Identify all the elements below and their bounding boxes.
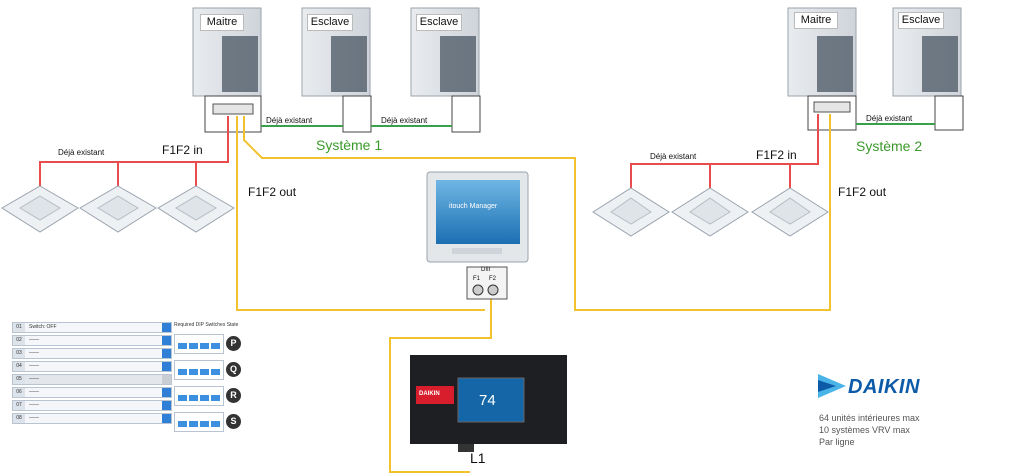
indoor-cassette-right-3 (751, 187, 829, 237)
dip-switch[interactable] (200, 421, 209, 427)
dropdown-arrow-icon[interactable] (162, 362, 171, 371)
f1-label: F1 (473, 276, 481, 282)
config-row-number: 07 (13, 401, 25, 410)
config-row-number: 08 (13, 414, 25, 423)
label-systeme-2: Système 2 (856, 138, 923, 154)
config-row-text: —— (29, 363, 39, 369)
config-row[interactable]: 08 —— (12, 413, 172, 424)
unit-tag-maitre-left: Maitre (200, 14, 244, 31)
config-row-number: 02 (13, 336, 25, 345)
dip-switch[interactable] (178, 421, 187, 427)
switch-badge: Q (226, 362, 241, 377)
label-deja-existant-link-3: Déjà existant (866, 114, 913, 123)
label-f1f2-out-right: F1F2 out (838, 185, 887, 199)
dip-switch[interactable] (211, 369, 220, 375)
indoor-cassette-left-1 (1, 185, 79, 233)
unit-tag-esclave-right: Esclave (898, 12, 944, 29)
config-row[interactable]: 07 —— (12, 400, 172, 411)
label-deja-existant-indoor-right: Déjà existant (650, 152, 697, 161)
config-row-number: 06 (13, 388, 25, 397)
switch-badge: R (226, 388, 241, 403)
switch-badge: P (226, 336, 241, 351)
dip-switch[interactable] (200, 369, 209, 375)
dip-switch-block (174, 360, 224, 380)
label-f1f2-out-left: F1F2 out (248, 185, 297, 199)
indoor-cassette-right-1 (592, 187, 670, 237)
info-line-2: 10 systèmes VRV max (819, 425, 910, 435)
config-row[interactable]: 03 —— (12, 348, 172, 359)
indoor-cassette-left-3 (157, 185, 235, 233)
dip-switch-block (174, 386, 224, 406)
dip-switch[interactable] (200, 395, 209, 401)
dropdown-arrow-icon[interactable] (162, 401, 171, 410)
dip-switch[interactable] (178, 369, 187, 375)
dip-switch[interactable] (189, 421, 198, 427)
dip-switch[interactable] (211, 421, 220, 427)
dip-switch[interactable] (178, 395, 187, 401)
controller-screen-title: itouch Manager (449, 203, 498, 210)
config-row-text: —— (29, 376, 39, 382)
info-line-1: 64 unités intérieures max (819, 413, 920, 423)
gateway-adapter (410, 355, 567, 452)
label-deja-existant-link-2: Déjà existant (381, 116, 428, 125)
config-row-text: —— (29, 337, 39, 343)
config-row[interactable]: 04 —— (12, 361, 172, 372)
config-row-text: —— (29, 350, 39, 356)
dip-switch[interactable] (189, 395, 198, 401)
indoor-cassette-right-2 (671, 187, 749, 237)
dip-switch-block (174, 412, 224, 432)
dip-header: Required DIP Switches State (174, 322, 239, 328)
daikin-logo: DAIKIN (818, 371, 924, 401)
adapter-touch-value: 74 (479, 392, 496, 409)
config-row[interactable]: 01 Switch: OFF (12, 322, 172, 333)
config-row-number: 01 (13, 323, 25, 332)
dip-switch[interactable] (211, 395, 220, 401)
dip-switch[interactable] (178, 343, 187, 349)
dropdown-arrow-icon[interactable] (162, 349, 171, 358)
config-row-text: —— (29, 389, 39, 395)
label-systeme-1: Système 1 (316, 137, 383, 153)
dropdown-arrow-icon[interactable] (162, 323, 171, 332)
dip-switch[interactable] (211, 343, 220, 349)
unit-tag-esclave-2: Esclave (416, 14, 462, 31)
f2-label: F2 (489, 276, 497, 282)
dip-switch[interactable] (189, 369, 198, 375)
unit-tag-maitre-right: Maitre (794, 12, 838, 29)
label-deja-existant-indoor-left: Déjà existant (58, 148, 105, 157)
dropdown-arrow-icon[interactable] (162, 336, 171, 345)
central-controller (426, 171, 529, 300)
label-deja-existant-link-1: Déjà existant (266, 116, 313, 125)
config-row-number: 05 (13, 375, 25, 384)
config-row-text: —— (29, 415, 39, 421)
dropdown-arrow-icon[interactable] (162, 388, 171, 397)
label-f1f2-in-left: F1F2 in (162, 143, 203, 157)
switch-badge: S (226, 414, 241, 429)
config-row-number: 04 (13, 362, 25, 371)
dropdown-arrow-icon[interactable] (162, 414, 171, 423)
config-row-text: —— (29, 402, 39, 408)
dip-switch[interactable] (189, 343, 198, 349)
label-f1f2-in-right: F1F2 in (756, 148, 797, 162)
daikin-wordmark: DAIKIN (848, 376, 920, 398)
indoor-cassette-left-2 (79, 185, 157, 233)
dropdown-arrow-icon[interactable] (162, 375, 171, 384)
unit-tag-esclave-1: Esclave (307, 14, 353, 31)
daikin-logo-mark (818, 374, 846, 398)
label-l1: L1 (470, 450, 486, 466)
config-row[interactable]: 02 —— (12, 335, 172, 346)
dlll-label: DIII (481, 267, 491, 273)
config-row[interactable]: 06 —— (12, 387, 172, 398)
adapter-brand-tag: DAIKIN (419, 391, 440, 397)
dip-switch[interactable] (200, 343, 209, 349)
info-line-3: Par ligne (819, 437, 855, 447)
config-row-number: 03 (13, 349, 25, 358)
dip-switch-block (174, 334, 224, 354)
config-row[interactable]: 05 —— (12, 374, 172, 385)
config-row-text: Switch: OFF (29, 324, 57, 330)
config-table: 01 Switch: OFF 02 —— 03 —— 04 —— 05 —— 06 —— 07 —— 08 —… (12, 322, 172, 434)
